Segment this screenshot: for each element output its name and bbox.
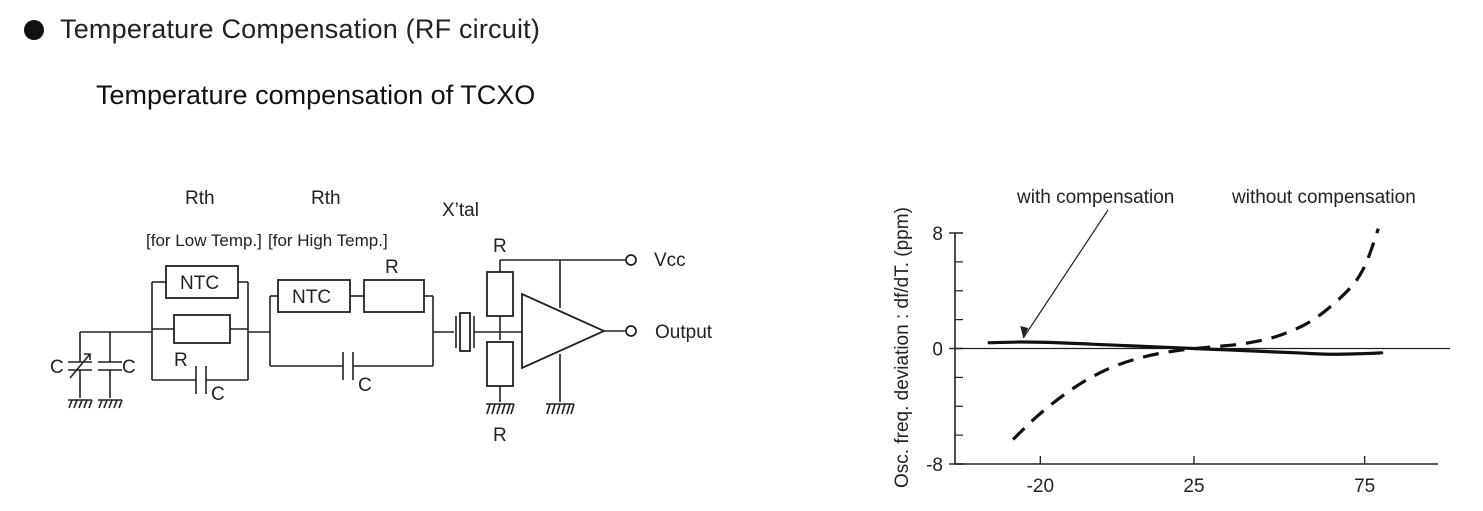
r-series-high-label: R [385, 257, 399, 278]
fixed-capacitor [98, 361, 122, 398]
annotation-with-compensation: with compensation [1016, 187, 1174, 208]
resistor-top [486, 271, 514, 317]
rth-high-temp-network [269, 295, 454, 380]
rth-low-note: [for Low Temp.] [146, 231, 262, 250]
variable-capacitor [68, 353, 92, 398]
r-top-label: R [493, 236, 507, 257]
resistor-bottom [486, 341, 514, 387]
vcc-terminal [625, 254, 637, 266]
y-axis-label: Osc. freq. deviation : df/dT. (ppm) [892, 207, 913, 488]
c-low-label: C [211, 384, 225, 405]
rth-low-label: Rth [185, 188, 215, 209]
ntc-thermistor-high [277, 279, 351, 313]
ntc-high-label: NTC [292, 287, 331, 308]
y-tick-label: 0 [932, 340, 943, 361]
x-tick-label: -20 [1027, 476, 1054, 497]
resistor-parallel-low [173, 314, 231, 344]
resistor-series-high [363, 279, 425, 313]
y-tick-label: 8 [932, 224, 943, 245]
output-label: Output [655, 322, 713, 343]
section-heading: Temperature Compensation (RF circuit) [24, 14, 540, 45]
bias-network [499, 259, 625, 402]
ground-icon [546, 403, 575, 415]
output-terminal [625, 325, 637, 337]
rth-high-label: Rth [311, 188, 341, 209]
ground-icon [98, 399, 123, 409]
x-tick-label: 75 [1354, 476, 1375, 497]
crystal-oscillator [455, 312, 522, 352]
x-tick-label: 25 [1183, 476, 1204, 497]
annotation-without-compensation: without compensation [1231, 187, 1416, 208]
subheading: Temperature compensation of TCXO [96, 80, 536, 110]
c-fixed-label: C [122, 357, 136, 378]
series-without-compensation [1011, 228, 1380, 441]
ntc-low-label: NTC [180, 273, 219, 294]
bullet-icon [24, 19, 44, 40]
xtal-label: X’tal [442, 200, 479, 221]
frequency-deviation-chart: Osc. freq. deviation : df/dT. (ppm) with… [892, 187, 1450, 497]
annotation-arrow [1022, 209, 1109, 339]
c-high-label: C [358, 375, 372, 396]
heading-text: Temperature Compensation (RF circuit) [60, 14, 541, 44]
r-bottom-label: R [493, 425, 507, 446]
amplifier-icon [521, 292, 607, 370]
r-parallel-low-label: R [174, 350, 188, 371]
series-with-compensation [987, 340, 1384, 356]
rth-low-temp-network [151, 281, 270, 394]
c-variable-label: C [50, 357, 64, 378]
arrowhead-icon [1020, 326, 1029, 339]
ntc-thermistor-low [165, 265, 239, 299]
ground-icon [486, 403, 515, 415]
rth-high-note: [for High Temp.] [268, 231, 388, 250]
y-tick-label: -8 [926, 455, 943, 476]
ground-icon [68, 399, 93, 409]
tcxo-circuit-diagram: Rth [for Low Temp.] Rth [for High Temp.]… [50, 188, 713, 446]
vcc-label: Vcc [654, 250, 686, 271]
